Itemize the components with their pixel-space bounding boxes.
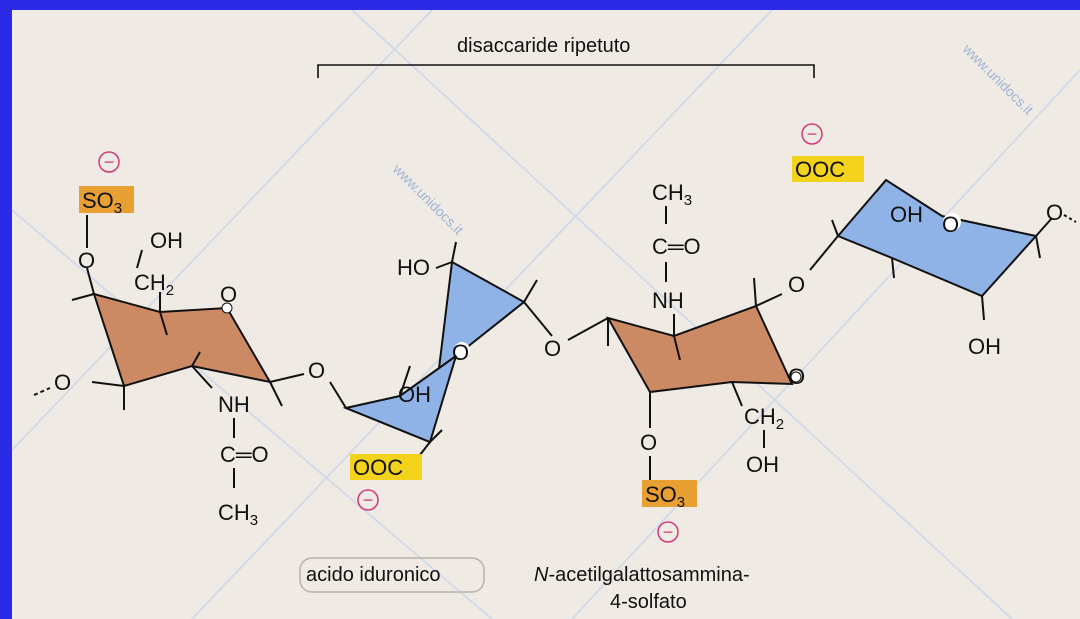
- watermark-text-2: www.unidocs.it: [959, 40, 1037, 118]
- ring1-ch2: CH2: [134, 270, 174, 299]
- glycosaminoglycan-structure: www.unidocs.it www.unidocs.it disaccarid…: [12, 10, 1080, 619]
- bracket-label: disaccaride ripetuto: [457, 35, 630, 57]
- ring3-nh: NH: [652, 288, 684, 313]
- ring4-o-link: O: [1046, 200, 1063, 225]
- ring1-nh: NH: [218, 392, 250, 417]
- so3-highlight-left: [79, 186, 134, 213]
- ring2-oh: OH: [398, 382, 431, 407]
- ring4-ooc: OOC: [795, 157, 845, 182]
- ring-iduronic-right: [836, 178, 1038, 298]
- ring2-ooc: OOC: [353, 455, 403, 480]
- svg-text:−: −: [807, 124, 818, 144]
- link-o-1: O: [308, 358, 325, 383]
- ring1-ch3: CH3: [218, 500, 258, 529]
- svg-text:−: −: [363, 490, 374, 510]
- ring-galnac-left: [92, 292, 272, 388]
- link-o-left: O: [54, 370, 71, 395]
- ring1-o-sulfate: O: [78, 248, 95, 273]
- ooc-highlight-right: [792, 156, 864, 182]
- ring4-o: O: [942, 212, 959, 237]
- charge-minus-ooc-right: −: [801, 123, 823, 145]
- ring3-o-sulfate: O: [640, 430, 657, 455]
- link-o-3: O: [788, 272, 805, 297]
- ring3-c-double-o: C═O: [652, 234, 701, 259]
- caption-iduronic-acid: acido iduronico: [306, 564, 441, 586]
- repeat-bracket: [317, 64, 815, 78]
- ring2-o: O: [452, 340, 469, 365]
- ring4-oh-upper: OH: [890, 202, 923, 227]
- so3-highlight-right: [642, 480, 697, 507]
- ring3-o: O: [788, 364, 805, 389]
- diagram-canvas: www.unidocs.it www.unidocs.it disaccarid…: [12, 10, 1080, 619]
- charge-minus-right-so3: −: [657, 521, 679, 543]
- svg-text:−: −: [104, 152, 115, 172]
- charge-minus-ooc-left: −: [357, 489, 379, 511]
- ring1-c-double-o: C═O: [220, 442, 269, 467]
- so3-label-right: SO3: [645, 482, 685, 511]
- ring1-oh: OH: [150, 228, 183, 253]
- ooc-highlight-left: [350, 454, 422, 480]
- ring4-oh-lower: OH: [968, 334, 1001, 359]
- ring3-oh: OH: [746, 452, 779, 477]
- ring3-ch2: CH2: [744, 404, 784, 433]
- ring3-ch3: CH3: [652, 180, 692, 209]
- watermark-lines: [12, 10, 1080, 619]
- charge-minus-left: −: [98, 151, 120, 173]
- link-o-2: O: [544, 336, 561, 361]
- ring1-o: O: [220, 282, 237, 307]
- caption-galnac-line2: 4-solfato: [610, 591, 687, 613]
- watermark-text: www.unidocs.it: [389, 160, 467, 238]
- so3-label-left: SO3: [82, 188, 122, 217]
- caption-galnac-line1: N-acetilgalattosammina-: [534, 564, 750, 586]
- svg-text:−: −: [663, 522, 674, 542]
- ring2-ho: HO: [397, 255, 430, 280]
- ring-galnac-sulfate: [605, 304, 794, 394]
